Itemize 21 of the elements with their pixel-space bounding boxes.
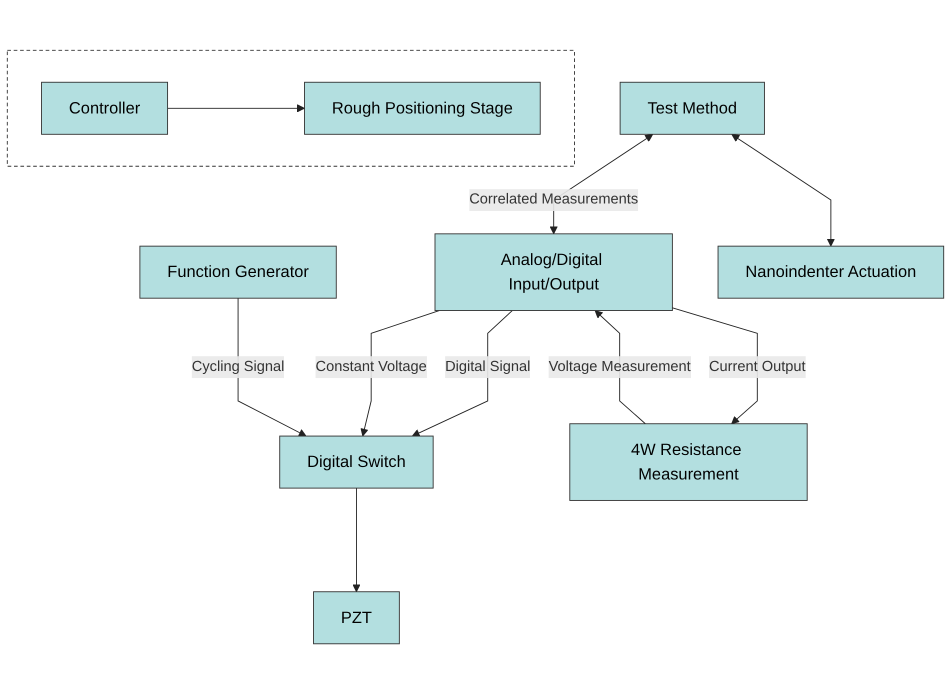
arrow xyxy=(352,488,360,592)
node-box: Nanoindenter Actuation xyxy=(718,246,944,299)
arrow xyxy=(412,310,513,437)
node-box: Function Generator xyxy=(139,246,337,299)
arrow xyxy=(167,104,305,112)
node-box: Digital Switch xyxy=(279,436,434,489)
arrow xyxy=(672,307,758,424)
edge-label: Cycling Signal xyxy=(192,358,284,374)
edge-label: Current Output xyxy=(708,358,806,374)
edge-label: Voltage Measurement xyxy=(548,358,691,374)
node-box: PZT xyxy=(313,591,400,644)
node-box: Rough Positioning Stage xyxy=(304,82,541,135)
cluster xyxy=(6,50,575,167)
node-box: 4W Resistance Measurement xyxy=(569,423,808,501)
arrow xyxy=(732,134,835,246)
node-box: Test Method xyxy=(620,82,765,135)
node-box: Controller xyxy=(41,82,168,135)
node-box: Analog/Digital Input/Output xyxy=(434,233,673,311)
edge-label: Digital Signal xyxy=(445,358,530,374)
edge-label: Constant Voltage xyxy=(316,358,427,374)
edge-label: Correlated Measurements xyxy=(469,192,638,208)
